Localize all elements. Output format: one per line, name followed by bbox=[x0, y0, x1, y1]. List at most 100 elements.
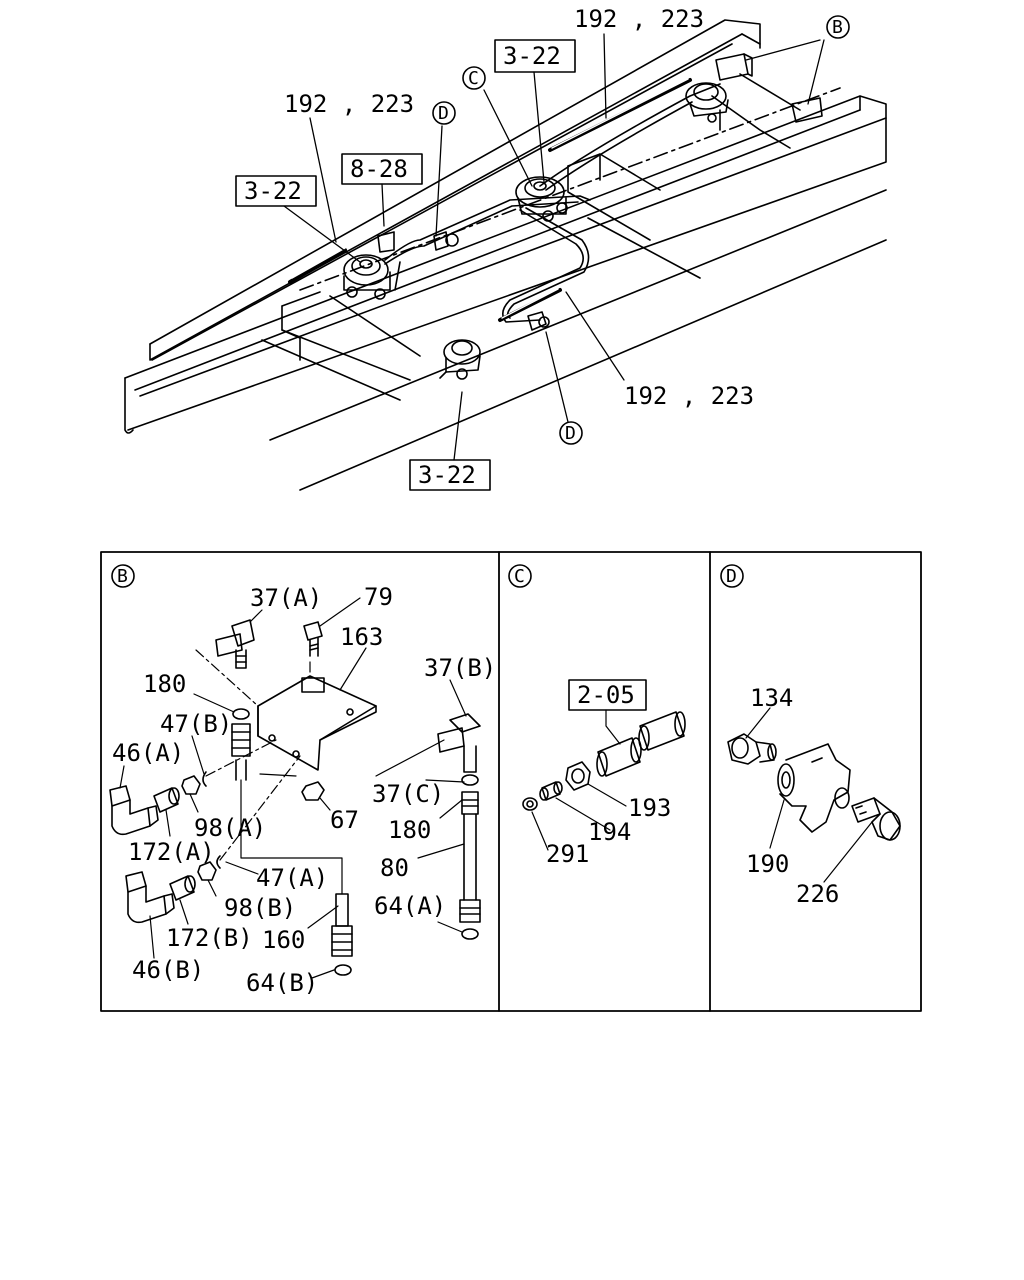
hose-80 bbox=[459, 813, 481, 923]
label-134: 134 bbox=[750, 684, 793, 712]
nut-98a bbox=[181, 775, 201, 795]
ref-192-223-right: 192 , 223 bbox=[624, 382, 754, 410]
svg-text:D: D bbox=[438, 103, 449, 124]
nut-98b bbox=[197, 861, 217, 881]
label-64a: 64(A) bbox=[374, 892, 446, 920]
panel-c-leaders bbox=[531, 709, 627, 851]
circle-letter-c: C bbox=[462, 66, 486, 90]
svg-text:8-28: 8-28 bbox=[350, 155, 408, 183]
rear-side-rail bbox=[149, 19, 761, 361]
label-46a: 46(A) bbox=[112, 739, 184, 767]
adapter-left bbox=[231, 723, 251, 781]
hose-ribbon-top bbox=[548, 78, 692, 152]
leader-lines-top bbox=[283, 33, 825, 461]
clip-47b bbox=[202, 771, 207, 787]
label-172b: 172(B) bbox=[166, 924, 253, 952]
panel-b-solid-leaders bbox=[240, 739, 445, 895]
box-ref-3-22-upper: 3-22 bbox=[494, 39, 576, 73]
label-180-right: 180 bbox=[388, 816, 431, 844]
circle-letter-b: B bbox=[826, 15, 850, 39]
ref-192-223-top: 192 , 223 bbox=[574, 5, 704, 33]
label-98b: 98(B) bbox=[224, 894, 296, 922]
label-79: 79 bbox=[364, 583, 393, 611]
tube-joint-d-upper bbox=[433, 231, 459, 251]
label-67: 67 bbox=[330, 806, 359, 834]
svg-text:C: C bbox=[514, 566, 525, 587]
tube-segment-lower bbox=[596, 737, 642, 777]
svg-text:B: B bbox=[832, 17, 843, 38]
nut-180-right bbox=[461, 791, 479, 815]
front-side-rail bbox=[124, 95, 887, 491]
detail-frame bbox=[100, 551, 922, 1012]
panel-b-letter: B bbox=[111, 564, 135, 588]
label-226: 226 bbox=[796, 880, 839, 908]
washer-37c bbox=[461, 774, 479, 786]
panel-d-letter: D bbox=[720, 564, 744, 588]
elbow-134 bbox=[727, 733, 777, 765]
brake-chamber-center bbox=[515, 176, 568, 222]
sleeve-194 bbox=[539, 781, 563, 801]
panel-c-letter: C bbox=[508, 564, 532, 588]
box-ref-3-22-bottom: 3-22 bbox=[409, 459, 491, 491]
elbow-46a bbox=[109, 785, 159, 836]
chassis-frame-view: 192 , 223 192 , 223 192 , 223 3-22 3-22 … bbox=[124, 5, 887, 491]
hose-ribbon-bottom bbox=[498, 288, 562, 322]
sleeve-172b bbox=[169, 875, 196, 901]
nut-193 bbox=[565, 761, 591, 791]
bracket-b-upper bbox=[715, 53, 753, 81]
svg-text:3-22: 3-22 bbox=[244, 177, 302, 205]
detail-panels: B bbox=[100, 551, 922, 1012]
label-37c: 37(C) bbox=[372, 780, 444, 808]
label-180-left: 180 bbox=[143, 670, 186, 698]
brake-tubes bbox=[288, 83, 721, 323]
svg-text:D: D bbox=[726, 566, 737, 587]
panel-b: B bbox=[109, 564, 496, 997]
insert-291 bbox=[522, 797, 538, 811]
svg-text:2-05: 2-05 bbox=[577, 681, 635, 709]
circle-letter-d-bottom: D bbox=[559, 421, 583, 445]
box-ref-2-05: 2-05 bbox=[568, 679, 647, 711]
circle-letter-d-top: D bbox=[432, 101, 456, 125]
tube-joint-d-lower bbox=[527, 311, 550, 331]
svg-text:3-22: 3-22 bbox=[418, 461, 476, 489]
label-160: 160 bbox=[262, 926, 305, 954]
bracket-b-lower bbox=[791, 97, 823, 123]
bracket-163 bbox=[257, 675, 377, 771]
label-47a: 47(A) bbox=[256, 864, 328, 892]
cross-member-left bbox=[261, 291, 421, 401]
ref-192-223-left: 192 , 223 bbox=[284, 90, 414, 118]
clip-47a bbox=[216, 855, 221, 869]
tee-190 bbox=[777, 743, 851, 833]
valve-bottom bbox=[439, 339, 481, 380]
fitting-37a bbox=[215, 619, 255, 669]
panel-b-dashes bbox=[195, 649, 311, 861]
bolt-79 bbox=[303, 621, 323, 657]
elbow-46b bbox=[125, 871, 175, 924]
frame-centerline bbox=[299, 87, 841, 291]
label-163: 163 bbox=[340, 623, 383, 651]
label-190: 190 bbox=[746, 850, 789, 878]
label-291: 291 bbox=[546, 840, 589, 868]
label-194: 194 bbox=[588, 818, 631, 846]
nut-67 bbox=[301, 781, 325, 801]
bolt-226 bbox=[851, 797, 901, 841]
label-193: 193 bbox=[628, 794, 671, 822]
brake-chamber-right bbox=[685, 82, 729, 123]
label-172a: 172(A) bbox=[128, 838, 215, 866]
label-47b: 47(B) bbox=[160, 710, 232, 738]
box-ref-3-22-left: 3-22 bbox=[235, 175, 317, 207]
panel-b-label-leaders bbox=[119, 597, 467, 979]
svg-text:B: B bbox=[117, 566, 128, 587]
washer-180-left bbox=[232, 708, 250, 720]
washer-64b bbox=[334, 964, 352, 976]
svg-text:D: D bbox=[565, 423, 576, 444]
washer-64a bbox=[461, 928, 479, 940]
label-37a: 37(A) bbox=[250, 584, 322, 612]
box-ref-8-28: 8-28 bbox=[341, 153, 423, 185]
label-80: 80 bbox=[380, 854, 409, 882]
sleeve-172a bbox=[153, 787, 180, 813]
label-46b: 46(B) bbox=[132, 956, 204, 984]
cross-member-right bbox=[711, 73, 801, 149]
brake-chamber-left bbox=[343, 231, 395, 300]
